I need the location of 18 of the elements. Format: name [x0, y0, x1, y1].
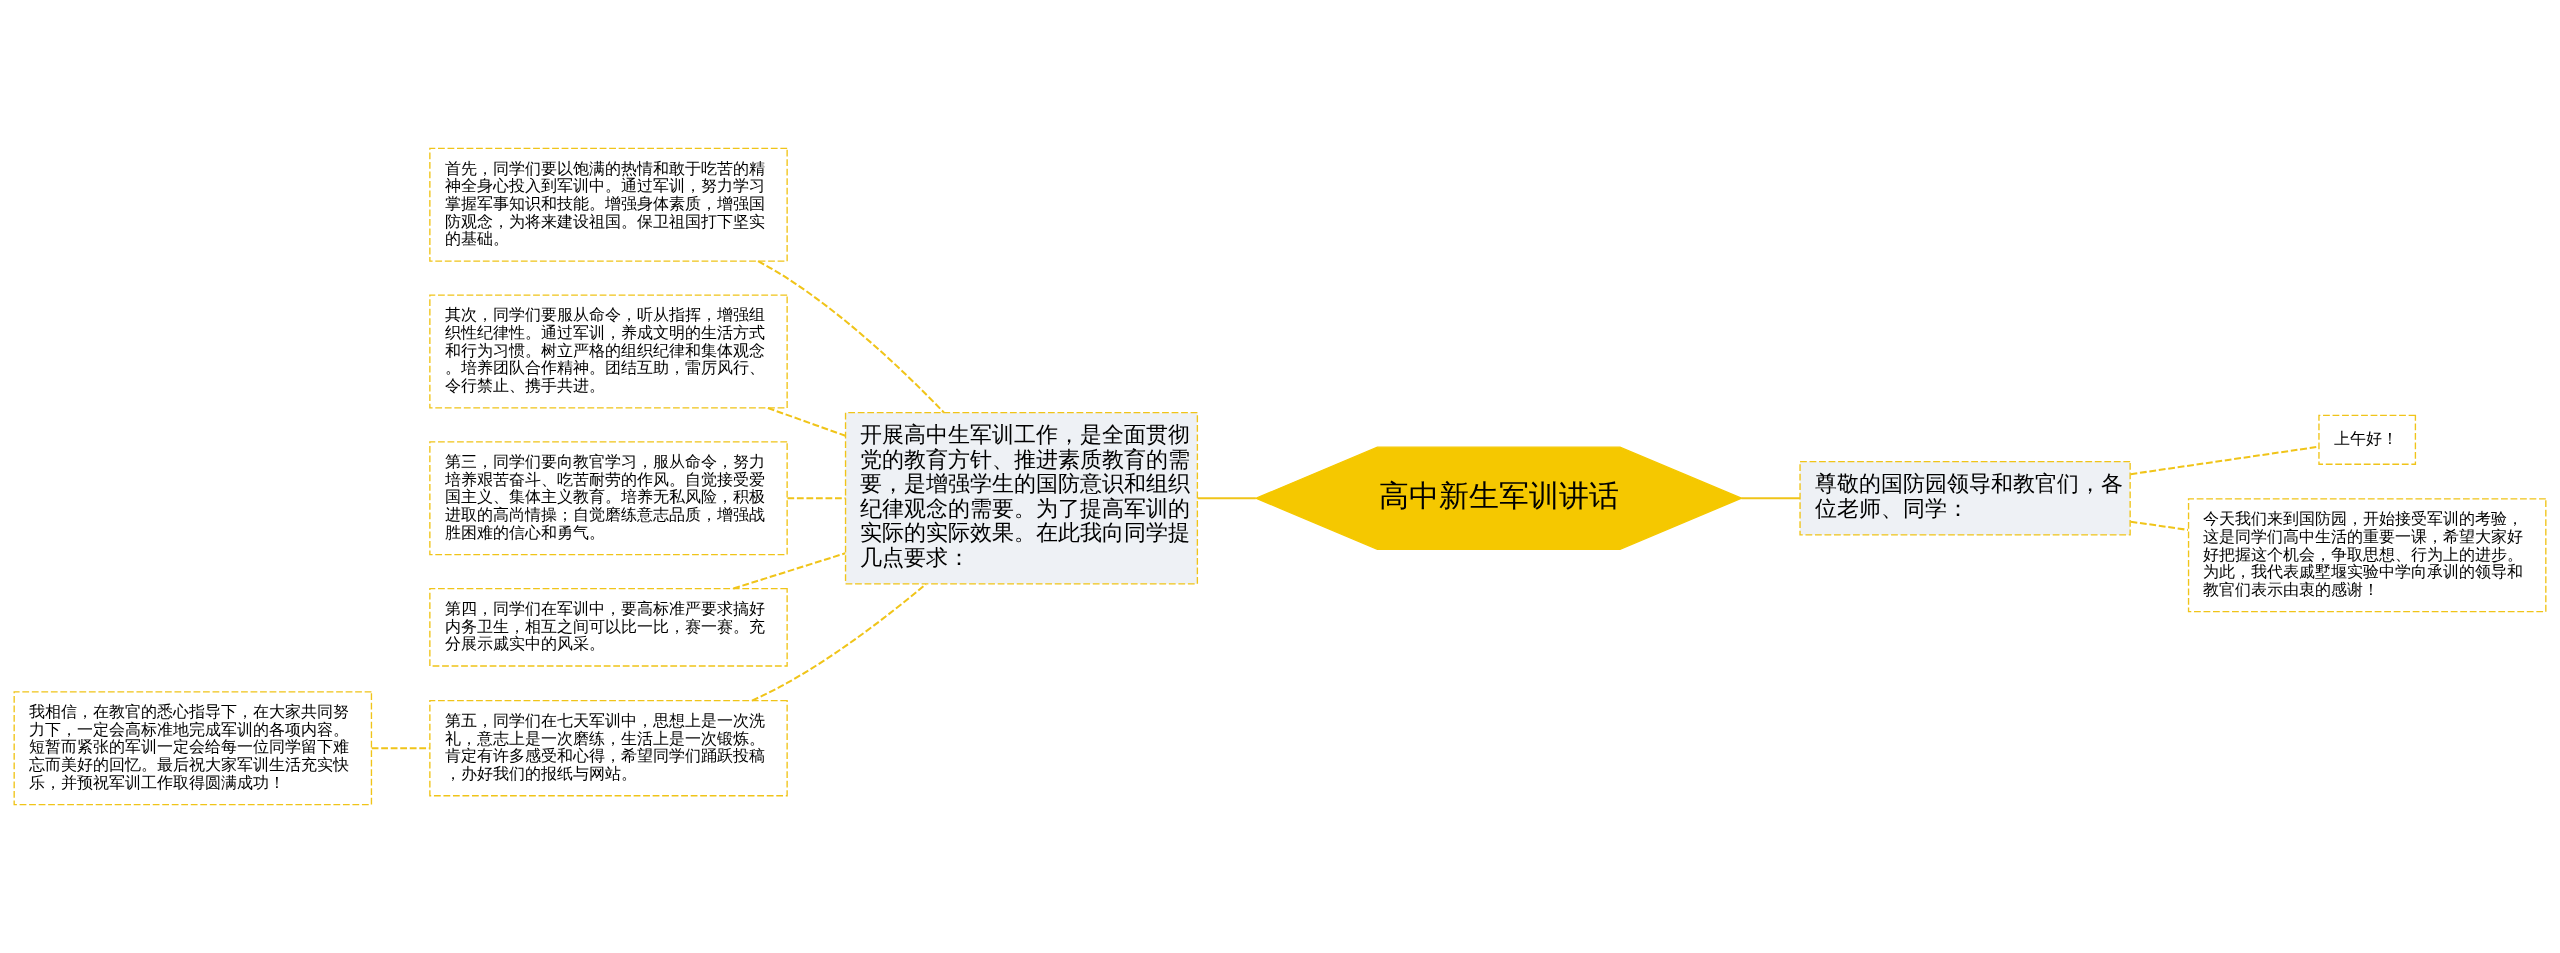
- node-box: 我相信，在教官的悉心指导下，在大家共同努力下，一定会高标准地完成军训的各项内容。短暂而紧张的军训一定会给每一位同学留下难忘而美好的回忆。最后祝大家军训生活充实快乐，并预祝军训工作取得圆满成功！: [13, 691, 373, 806]
- node-box: 今天我们来到国防园，开始接受军训的考验，这是同学们高中生活的重要一课，希望大家好好把握这个机会，争取思想、行为上的进步。为此，我代表戚墅堰实验中学向承训的领导和教官们表示由衷的感谢！: [2187, 498, 2547, 613]
- node-box: 开展高中生军训工作，是全面贯彻党的教育方针、推进素质教育的需要，是增强学生的国防意识和组织纪律观念的需要。为了提高军训的实际的实际效果。在此我向同学提几点要求：: [844, 411, 1199, 585]
- node-box: 上午好！: [2318, 414, 2417, 465]
- connector: [2130, 520, 2189, 531]
- connector: [2130, 445, 2319, 476]
- node-box: 第五，同学们在七天军训中，思想上是一次洗礼，意志上是一次磨练，生活上是一次锻炼。肯定有许多感受和心得，希望同学们踊跃投稿，办好我们的报纸与网站。: [429, 699, 788, 797]
- connector: [1741, 497, 1800, 500]
- node-box: 尊敬的国防园领导和教官们，各位老师、同学：: [1799, 460, 2131, 536]
- node-box: 第四，同学们在军训中，要高标准严要求搞好内务卫生，相互之间可以比一比，赛一赛。充分展示戚实中的风采。: [429, 587, 788, 667]
- node-box: 其次，同学们要服从命令，听从指挥，增强组织性纪律性。通过军训，养成文明的生活方式和行为习惯。树立严格的组织纪律和集体观念。培养团队合作精神。团结互助，雷厉风行、令行禁止、携手共进。: [429, 294, 788, 409]
- connector: [371, 747, 430, 750]
- connector: [767, 407, 846, 437]
- connector: [757, 260, 945, 414]
- node-box: 首先，同学们要以饱满的热情和敢于吃苦的精神全身心投入到军训中。通过军训，努力学习掌握军事知识和技能。增强身体素质，增强国防观念，为将来建设祖国。保卫祖国打下坚实的基础。: [429, 147, 788, 262]
- connector: [1197, 497, 1256, 500]
- connector: [787, 497, 846, 500]
- node-box: 第三，同学们要向教官学习，服从命令，努力培养艰苦奋斗、吃苦耐劳的作风。自觉接受爱国主义、集体主义教育。培养无私风险，积极进取的高尚情操；自觉磨练意志品质，增强战胜困难的信心和勇气。: [429, 441, 788, 556]
